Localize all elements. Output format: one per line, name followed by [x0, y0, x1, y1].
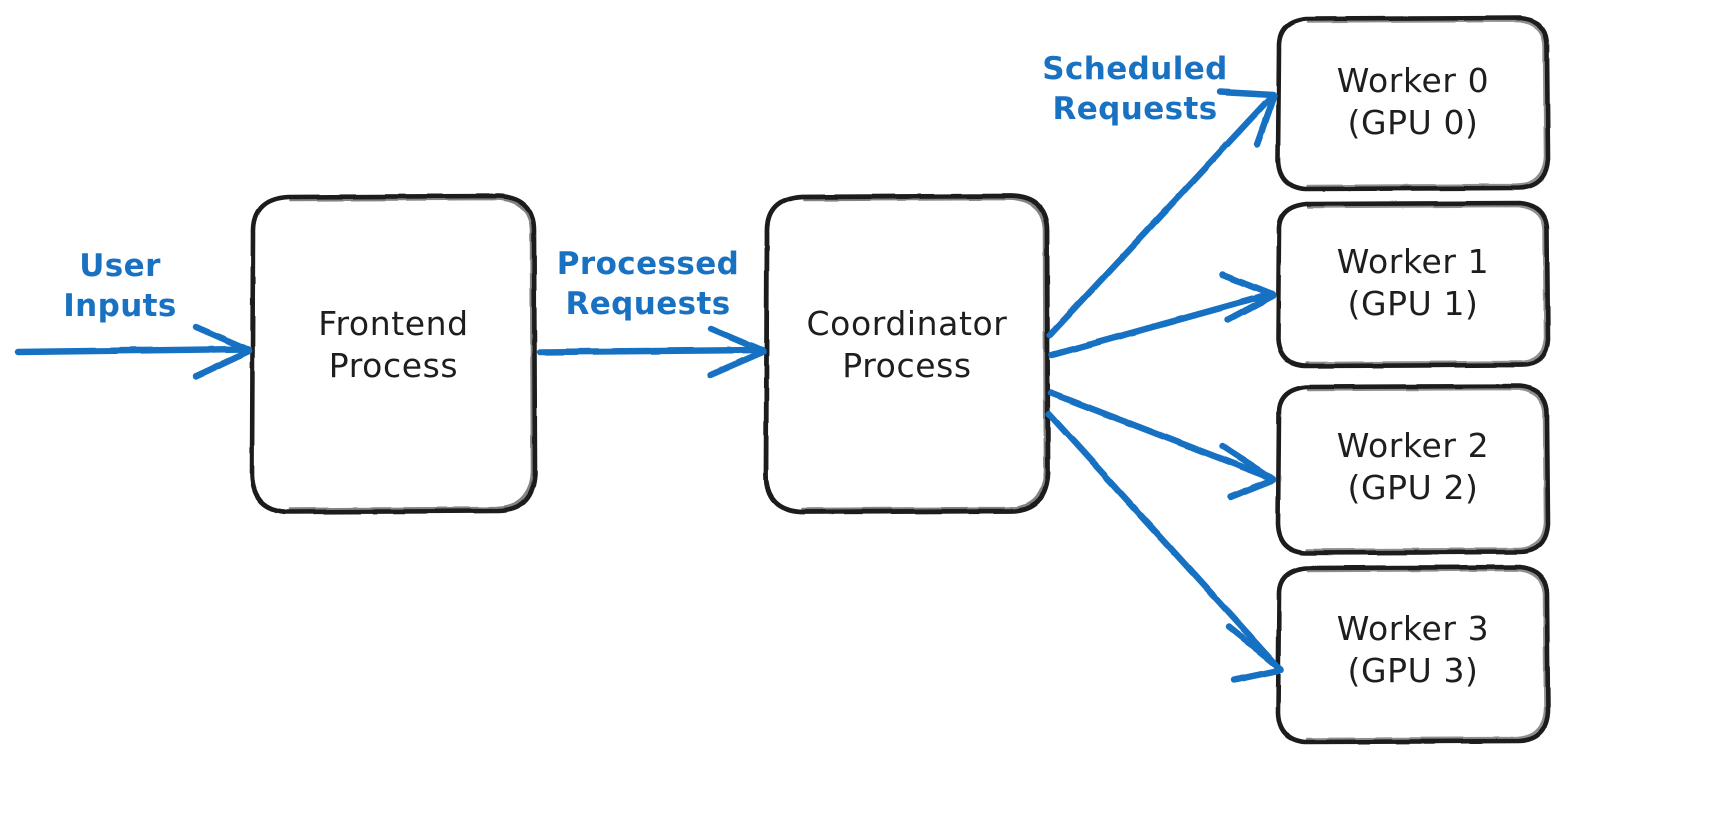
node-worker3[interactable]: [1278, 567, 1548, 742]
edge-coordinator-to-worker2: [1047, 389, 1277, 501]
node-shape-coordinator: [763, 193, 1051, 515]
edge-frontend-to-coordinator: [536, 325, 767, 379]
node-coordinator[interactable]: [766, 196, 1048, 512]
edge-coordinator-to-worker3: [1045, 410, 1285, 684]
edge-coordinator-to-worker1: [1048, 271, 1277, 359]
node-worker1[interactable]: [1278, 203, 1548, 366]
edge-user-to-frontend: [14, 323, 253, 380]
node-shape-frontend: [249, 193, 538, 515]
node-shape-worker3: [1275, 564, 1551, 745]
node-shape-worker0: [1275, 15, 1551, 192]
node-shape-worker2: [1275, 383, 1551, 556]
node-worker0[interactable]: [1278, 18, 1548, 189]
node-worker2[interactable]: [1278, 386, 1548, 553]
node-shape-worker1: [1275, 200, 1551, 369]
edge-coordinator-to-worker0: [1046, 88, 1278, 339]
node-frontend[interactable]: [252, 196, 535, 512]
